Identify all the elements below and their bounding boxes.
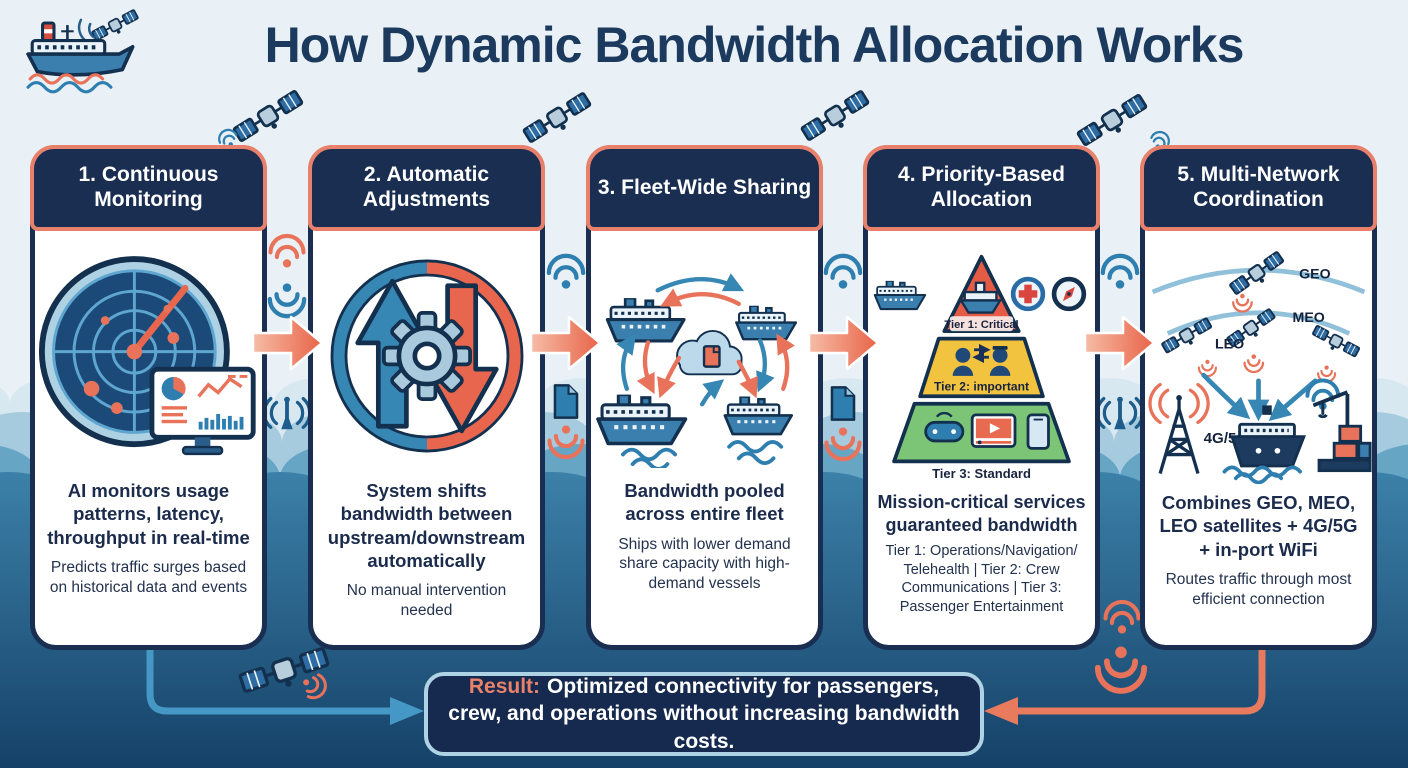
wifi-icon <box>265 232 309 271</box>
step-5-description: Routes traffic through most efficient co… <box>1165 570 1352 608</box>
flow-connector-left <box>146 646 424 725</box>
port-crane-icon <box>1312 390 1372 473</box>
up-down-arrows-gear-icon <box>330 259 523 453</box>
wifi-icon <box>543 252 589 292</box>
step-5-title: 5. Multi-Network Coordination <box>1140 145 1377 231</box>
radar-monitor-icon <box>38 255 256 455</box>
meo-label: MEO <box>1293 310 1325 326</box>
step-2-title: 2. Automatic Adjustments <box>308 145 545 231</box>
wifi-icon <box>544 422 588 461</box>
step-1-description: Predicts traffic surges based on histori… <box>49 558 248 596</box>
flow-arrow-icon <box>1083 315 1156 371</box>
flow-arrow-icon <box>251 315 324 371</box>
antenna-icon <box>264 394 310 432</box>
ships-cloud-sharing-icon <box>594 273 797 468</box>
cell-tower-icon <box>1148 382 1210 474</box>
priority-pyramid-icon: Tier 1: Critical Tier 2: important <box>873 254 1087 481</box>
tier-1-label: Tier 1: Critical <box>944 319 1018 331</box>
wifi-icon <box>1097 252 1143 292</box>
medical-cross-icon <box>1010 276 1046 312</box>
step-card-2: 2. Automatic Adjustments System shifts <box>308 145 545 650</box>
step-2-description: No manual intervention needed <box>346 582 507 620</box>
step-4-title: 4. Priority-Based Allocation <box>863 145 1100 231</box>
result-body: Optimized connectivity for passengers, c… <box>448 675 960 753</box>
page-title: How Dynamic Bandwidth Allocation Works <box>264 17 1245 73</box>
document-icon <box>553 384 579 419</box>
flow-connector-right <box>984 648 1266 725</box>
step-3-description: Ships with lower demand share capacity w… <box>618 535 791 593</box>
step-card-3: 3. Fleet-Wide Sharing <box>586 145 823 650</box>
step-4-description: Tier 1: Operations/Navigation/ Telehealt… <box>885 543 1078 615</box>
video-player-icon <box>970 413 1017 448</box>
multi-network-icon: GEO MEO LEO <box>1148 250 1372 484</box>
tier-3-label: Tier 3: Standard <box>932 466 1031 481</box>
step-card-1: 1. Continuous Monitoring <box>30 145 267 650</box>
flow-arrow-icon <box>529 315 602 371</box>
step-card-5: 5. Multi-Network Coordination GEO MEO LE… <box>1140 145 1377 650</box>
result-box: Result:Optimized connectivity for passen… <box>424 672 984 756</box>
step-4-heading: Mission-critical services guaranteed ban… <box>877 492 1086 535</box>
document-icon <box>830 386 856 421</box>
step-2-heading: System shifts bandwidth between upstream… <box>327 480 526 571</box>
result-label: Result: <box>468 675 541 699</box>
step-3-heading: Bandwidth pooled across entire fleet <box>624 480 785 525</box>
flow-arrow-icon <box>807 315 880 371</box>
wifi-icon <box>821 424 865 463</box>
step-1-heading: AI monitors usage patterns, latency, thr… <box>47 480 250 548</box>
step-1-title: 1. Continuous Monitoring <box>30 145 267 231</box>
compass-icon <box>1051 276 1087 312</box>
leo-label: LEO <box>1215 337 1244 353</box>
step-card-4: 4. Priority-Based Allocation <box>863 145 1100 650</box>
game-controller-icon <box>924 411 965 443</box>
phone-icon <box>1026 413 1050 450</box>
wifi-icon <box>820 252 866 292</box>
wifi-icon <box>1090 642 1152 696</box>
step-3-title: 3. Fleet-Wide Sharing <box>586 145 823 231</box>
geo-label: GEO <box>1299 267 1331 283</box>
step-5-heading: Combines GEO, MEO, LEO satellites + 4G/5… <box>1159 492 1358 560</box>
antenna-icon <box>1097 394 1143 432</box>
tier-2-label: Tier 2: important <box>934 380 1029 394</box>
wifi-icon <box>1100 598 1144 637</box>
cruise-ship-satellite-icon <box>26 8 142 94</box>
result-text: Result:Optimized connectivity for passen… <box>446 673 962 755</box>
